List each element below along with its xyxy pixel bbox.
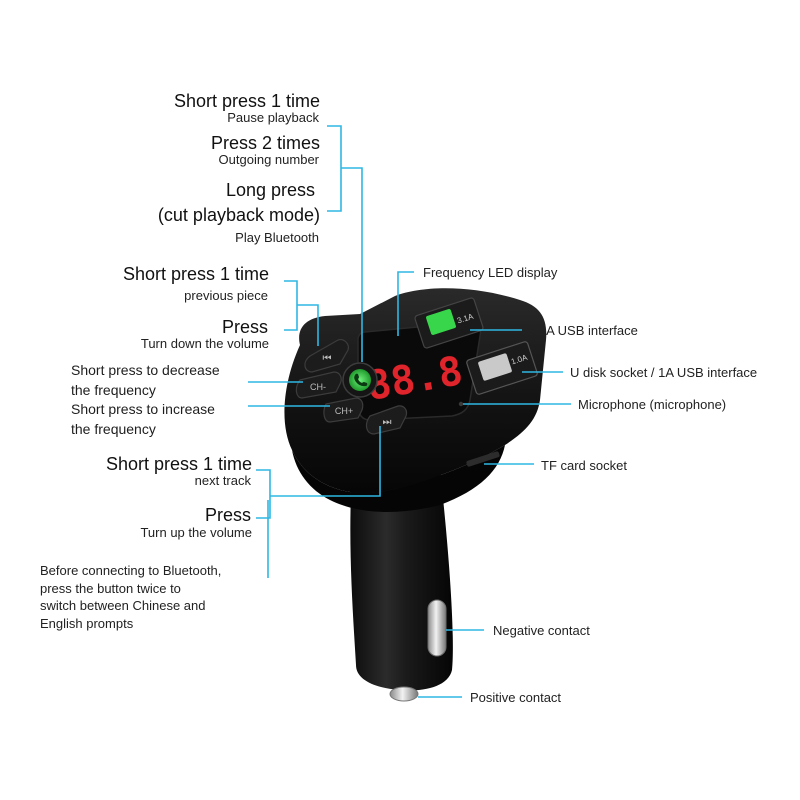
microphone-hole xyxy=(458,401,464,407)
positive-contact xyxy=(389,686,419,702)
callout-next-bracket xyxy=(256,469,271,519)
negative-contact xyxy=(427,599,447,657)
next-short-press-sub: next track xyxy=(194,473,251,488)
play-short-press-sub: Pause playback xyxy=(227,110,319,125)
negative-contact-label: Negative contact xyxy=(493,623,590,638)
ch-minus-desc-line1: Short press to decrease xyxy=(71,362,220,378)
callout-prev-bracket xyxy=(284,280,298,331)
tf-card-slot[interactable] xyxy=(466,451,500,467)
play-long-press-title-1: Long press xyxy=(225,180,315,200)
charger-device: 88.8 3.1A 1.0A ⏮ CH- C xyxy=(284,288,547,702)
ch-plus-label: CH+ xyxy=(335,406,353,416)
prev-short-press-sub: previous piece xyxy=(184,288,268,303)
positive-contact-label: Positive contact xyxy=(470,690,562,705)
play-long-press-title-2: (cut playback mode) xyxy=(157,205,320,225)
language-note-line1: Before connecting to Bluetooth, xyxy=(40,563,222,578)
language-note-line3: switch between Chinese and xyxy=(40,598,206,613)
callout-play-link xyxy=(341,167,363,362)
microphone-label: Microphone (microphone) xyxy=(578,397,727,412)
play-press2-title: Press 2 times xyxy=(210,133,320,153)
ch-minus-desc-line2: the frequency xyxy=(71,382,156,398)
ch-plus-button[interactable]: CH+ xyxy=(323,397,364,423)
phone-icon xyxy=(354,373,368,387)
tf-card-label: TF card socket xyxy=(541,458,627,473)
previous-track-button[interactable]: ⏮ xyxy=(304,339,349,373)
next-short-press-title: Short press 1 time xyxy=(105,454,252,474)
skip-forward-icon: ⏭ xyxy=(383,417,392,428)
charger-stem xyxy=(350,470,453,691)
next-track-button[interactable]: ⏭ xyxy=(365,405,408,435)
play-short-press-title: Short press 1 time xyxy=(173,91,320,111)
prev-press-title: Press xyxy=(221,317,268,337)
ch-plus-desc-line2: the frequency xyxy=(71,421,156,437)
prev-press-sub: Turn down the volume xyxy=(140,336,269,351)
ch-minus-button[interactable]: CH- xyxy=(295,371,342,399)
next-press-title: Press xyxy=(204,505,251,525)
usb-port-1a[interactable]: 1.0A xyxy=(466,341,538,395)
ch-plus-desc-line1: Short press to increase xyxy=(71,401,215,417)
callout-led xyxy=(397,271,414,336)
callout-lines xyxy=(248,125,571,698)
skip-back-icon: ⏮ xyxy=(323,353,332,364)
language-note-line2: press the button twice to xyxy=(40,581,181,596)
usb1-label: U disk socket / 1A USB interface xyxy=(570,365,758,380)
language-note-line4: English prompts xyxy=(40,616,134,631)
play-long-press-sub: Play Bluetooth xyxy=(235,230,319,245)
ch-minus-label: CH- xyxy=(310,382,326,392)
prev-short-press-title: Short press 1 time xyxy=(122,264,269,284)
play-bluetooth-button[interactable] xyxy=(342,362,378,398)
callout-play-bracket xyxy=(327,125,342,212)
next-press-sub: Turn up the volume xyxy=(140,525,252,540)
play-press2-sub: Outgoing number xyxy=(218,152,319,167)
usb-port-3a[interactable]: 3.1A xyxy=(414,297,484,349)
callout-prev-link xyxy=(297,304,319,346)
usb31-label: 3.1A USB interface xyxy=(528,323,638,338)
callout-next-link xyxy=(270,426,381,497)
led-display-label: Frequency LED display xyxy=(423,265,558,280)
